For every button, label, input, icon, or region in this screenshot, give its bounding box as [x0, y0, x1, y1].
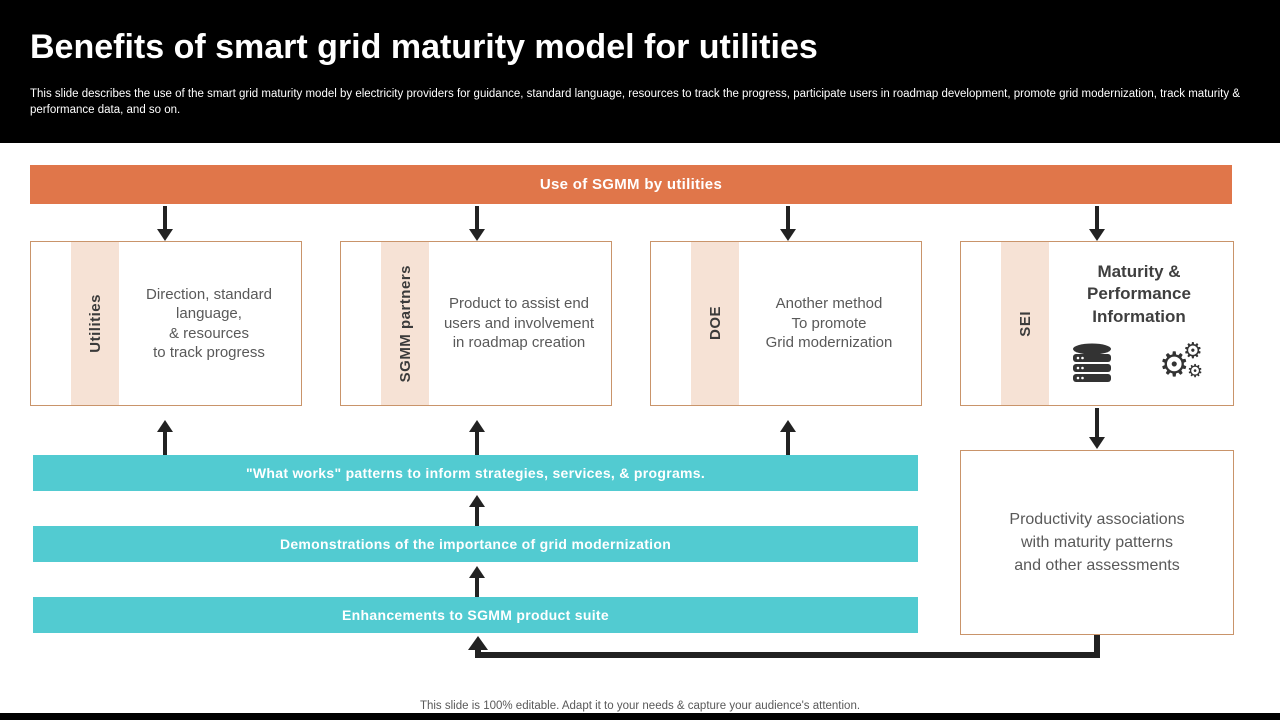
box-sei-tag-strip: SEI — [1001, 242, 1049, 405]
arrow-head — [1089, 437, 1105, 449]
box-utilities-tag: Utilities — [86, 294, 104, 353]
box-sgmm-partners-tag: SGMM partners — [396, 264, 414, 383]
arrow-line — [1095, 408, 1099, 438]
bar-what-works: "What works" patterns to inform strategi… — [33, 455, 918, 491]
box-doe-tag-strip: DOE — [691, 242, 739, 405]
header-band: Benefits of smart grid maturity model fo… — [0, 0, 1280, 143]
box-utilities-tag-strip: Utilities — [71, 242, 119, 405]
arrow-head — [469, 420, 485, 432]
box-sei: SEI Maturity & Performance Information — [960, 241, 1234, 406]
arrow-line — [163, 206, 167, 230]
box-doe: DOE Another method To promote Grid moder… — [650, 241, 922, 406]
box-doe-tag: DOE — [706, 306, 724, 341]
gear-large-glyph: ⚙ — [1159, 345, 1190, 384]
box-sei-tag: SEI — [1016, 310, 1034, 337]
box-sei-content: Maturity & Performance Information — [1047, 242, 1231, 405]
bottom-black-bar — [0, 713, 1280, 720]
bar-demonstrations: Demonstrations of the importance of grid… — [33, 526, 918, 562]
result-box-productivity: Productivity associations with maturity … — [960, 450, 1234, 635]
page-title: Benefits of smart grid maturity model fo… — [30, 28, 818, 66]
arrow-line — [1095, 206, 1099, 230]
arrow-head — [469, 566, 485, 578]
box-sgmm-partners-tag-strip: SGMM partners — [381, 242, 429, 405]
box-sei-heading: Maturity & Performance Information — [1087, 262, 1191, 326]
arrow-line — [475, 506, 479, 526]
connector-stub-segment — [475, 648, 481, 656]
box-utilities-text: Direction, standard language, & resource… — [146, 285, 272, 362]
box-sei-icons: ⚙ ⚙ ⚙ — [1069, 337, 1209, 386]
banner-use-of-sgmm: Use of SGMM by utilities — [30, 165, 1232, 204]
page-subtitle: This slide describes the use of the smar… — [30, 88, 1240, 117]
arrow-head — [157, 229, 173, 241]
arrow-line — [475, 577, 479, 597]
arrow-line — [475, 206, 479, 230]
arrow-head — [780, 420, 796, 432]
gear-small-glyph: ⚙ — [1183, 337, 1203, 363]
arrow-head — [469, 229, 485, 241]
bar-enhancements: Enhancements to SGMM product suite — [33, 597, 918, 633]
arrow-head — [1089, 229, 1105, 241]
box-sgmm-partners: SGMM partners Product to assist end user… — [340, 241, 612, 406]
gear-tiny-glyph: ⚙ — [1187, 360, 1204, 381]
gears-icon: ⚙ ⚙ ⚙ — [1157, 337, 1209, 386]
arrow-line — [786, 206, 790, 230]
arrow-head — [780, 229, 796, 241]
arrow-head — [468, 636, 488, 650]
database-icon — [1073, 343, 1111, 382]
arrow-line — [786, 431, 790, 455]
box-doe-text: Another method To promote Grid moderniza… — [765, 295, 893, 352]
footer-note: This slide is 100% editable. Adapt it to… — [419, 700, 861, 712]
arrow-line — [163, 431, 167, 455]
connector-horizontal-segment — [475, 652, 1100, 658]
arrow-head — [469, 495, 485, 507]
box-sgmm-partners-text: Product to assist end users and involvem… — [443, 295, 595, 352]
arrow-line — [475, 431, 479, 455]
box-utilities: Utilities Direction, standard language, … — [30, 241, 302, 406]
connector-vertical-segment — [1094, 635, 1100, 658]
arrow-head — [157, 420, 173, 432]
